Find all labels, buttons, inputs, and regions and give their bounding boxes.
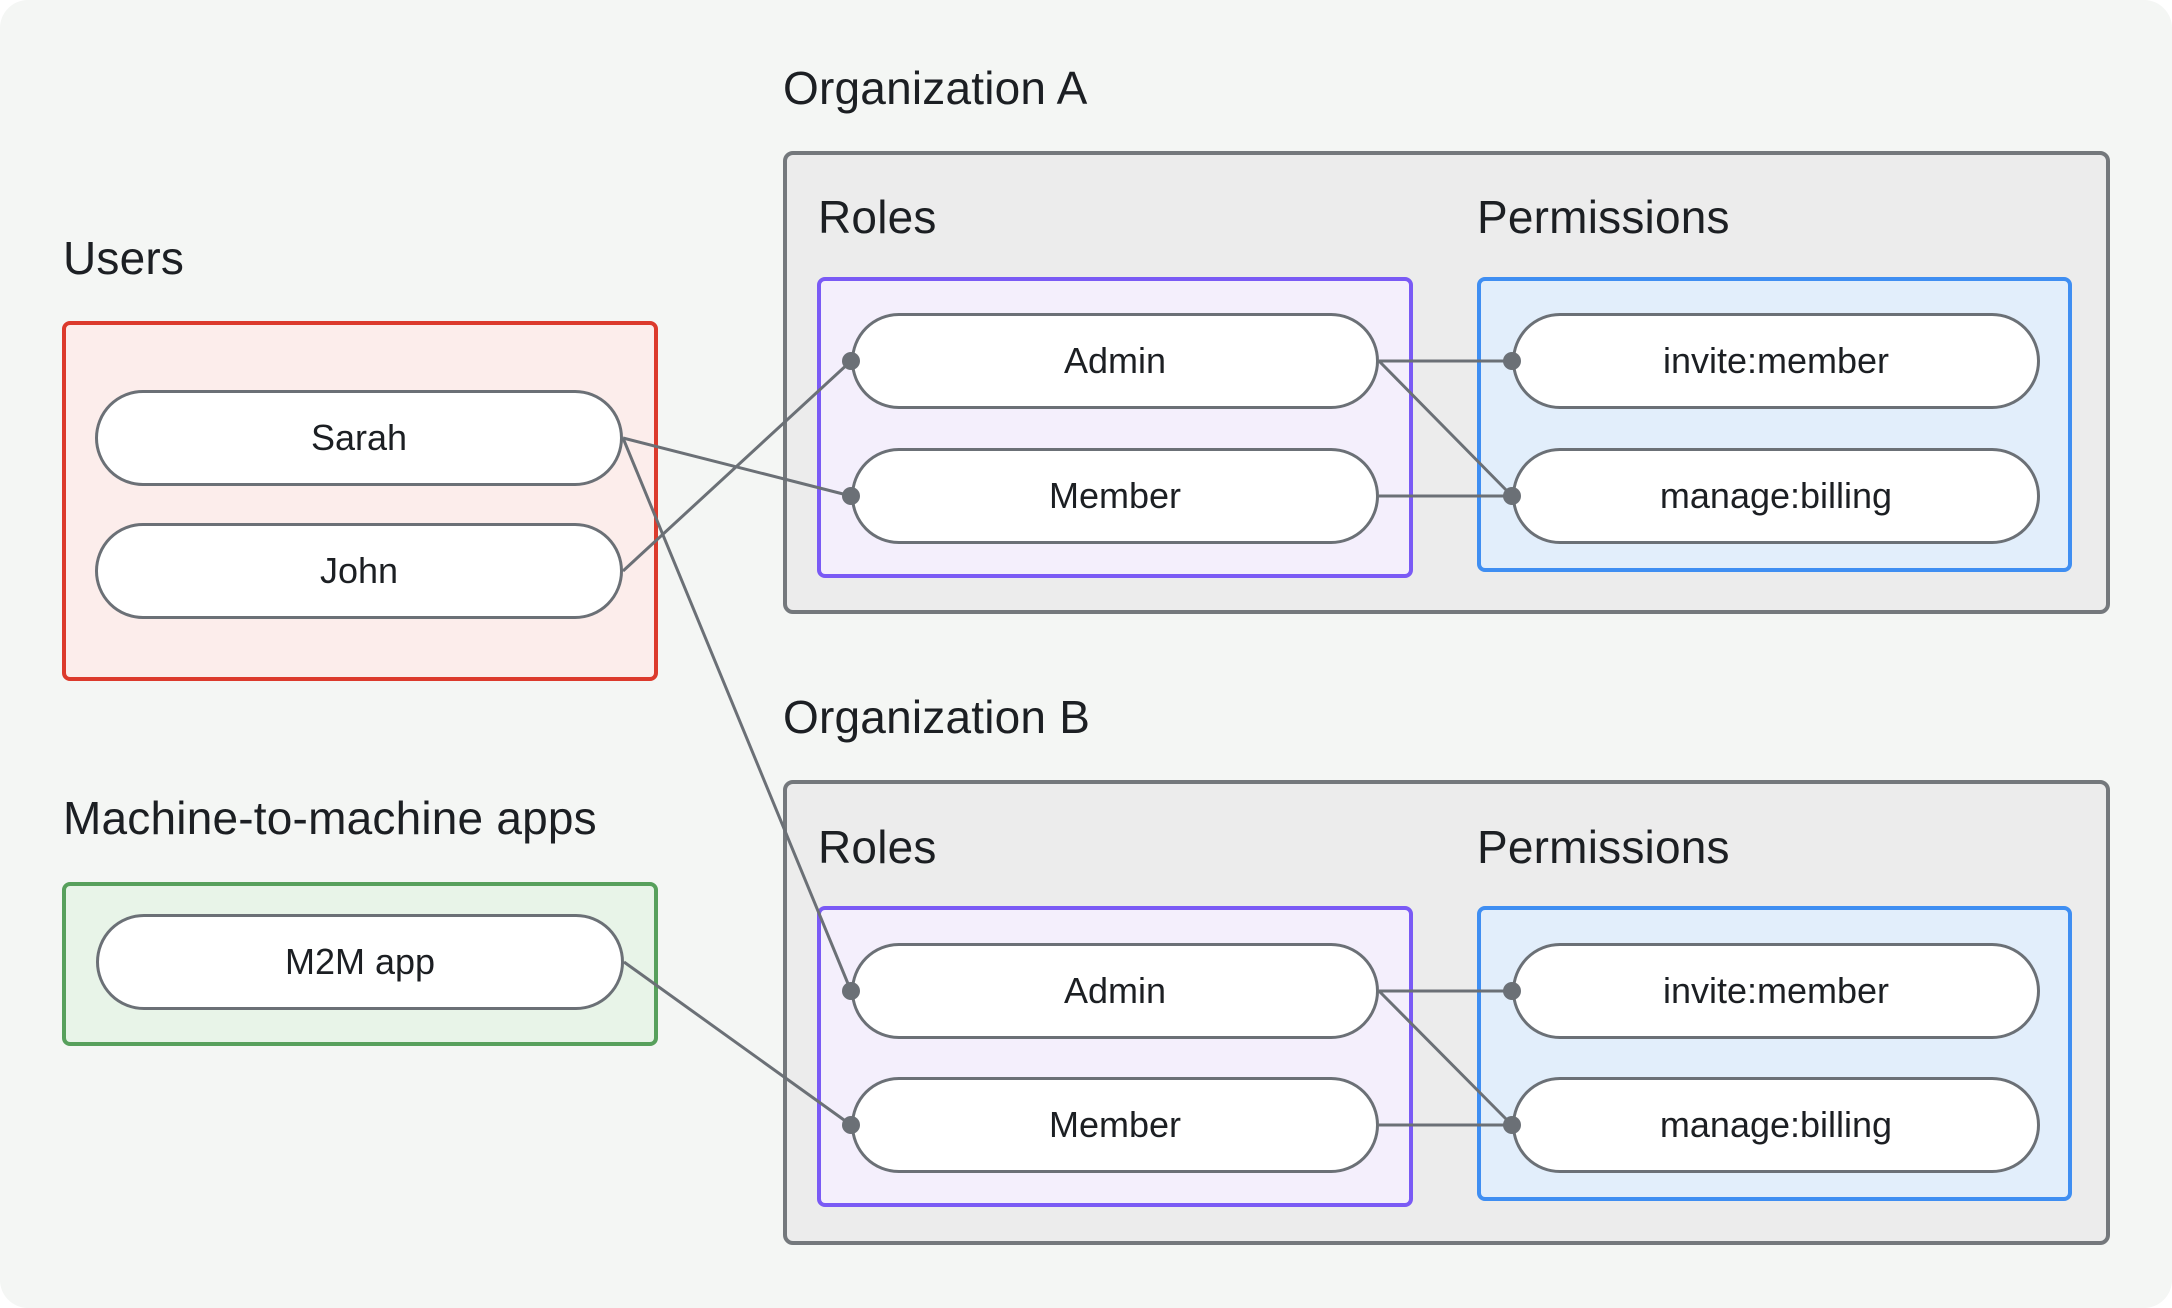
users-group-label: Users [63, 232, 185, 284]
role-node-label: Admin [1063, 970, 1167, 1011]
org-b-role-member: Member [851, 1077, 1379, 1173]
org-b-permissions-label: Permissions [1477, 821, 1730, 873]
org-a-title: Organization A [783, 62, 1088, 114]
user-node-john: John [95, 523, 623, 619]
role-node-label: Member [1048, 475, 1182, 516]
org-a-role-member: Member [851, 448, 1379, 544]
user-node-sarah: Sarah [95, 390, 623, 486]
permission-node-label: manage:billing [1659, 1104, 1893, 1145]
org-b-title: Organization B [783, 691, 1091, 743]
org-b-permission-invite-member: invite:member [1512, 943, 2040, 1039]
users-group-box [62, 321, 658, 681]
user-node-label: John [319, 550, 399, 591]
org-b-roles-label: Roles [818, 821, 937, 873]
m2m-node-label: M2M app [284, 941, 436, 982]
org-b-permission-manage-billing: manage:billing [1512, 1077, 2040, 1173]
org-b-role-admin: Admin [851, 943, 1379, 1039]
m2m-group-label: Machine-to-machine apps [63, 792, 597, 844]
role-node-label: Member [1048, 1104, 1182, 1145]
role-node-label: Admin [1063, 340, 1167, 381]
org-a-permission-manage-billing: manage:billing [1512, 448, 2040, 544]
permission-node-label: invite:member [1662, 970, 1890, 1011]
org-a-permissions-label: Permissions [1477, 191, 1730, 243]
user-node-label: Sarah [310, 417, 408, 458]
permission-node-label: manage:billing [1659, 475, 1893, 516]
org-a-role-admin: Admin [851, 313, 1379, 409]
permission-node-label: invite:member [1662, 340, 1890, 381]
org-a-roles-label: Roles [818, 191, 937, 243]
m2m-app-node: M2M app [96, 914, 624, 1010]
org-a-permission-invite-member: invite:member [1512, 313, 2040, 409]
